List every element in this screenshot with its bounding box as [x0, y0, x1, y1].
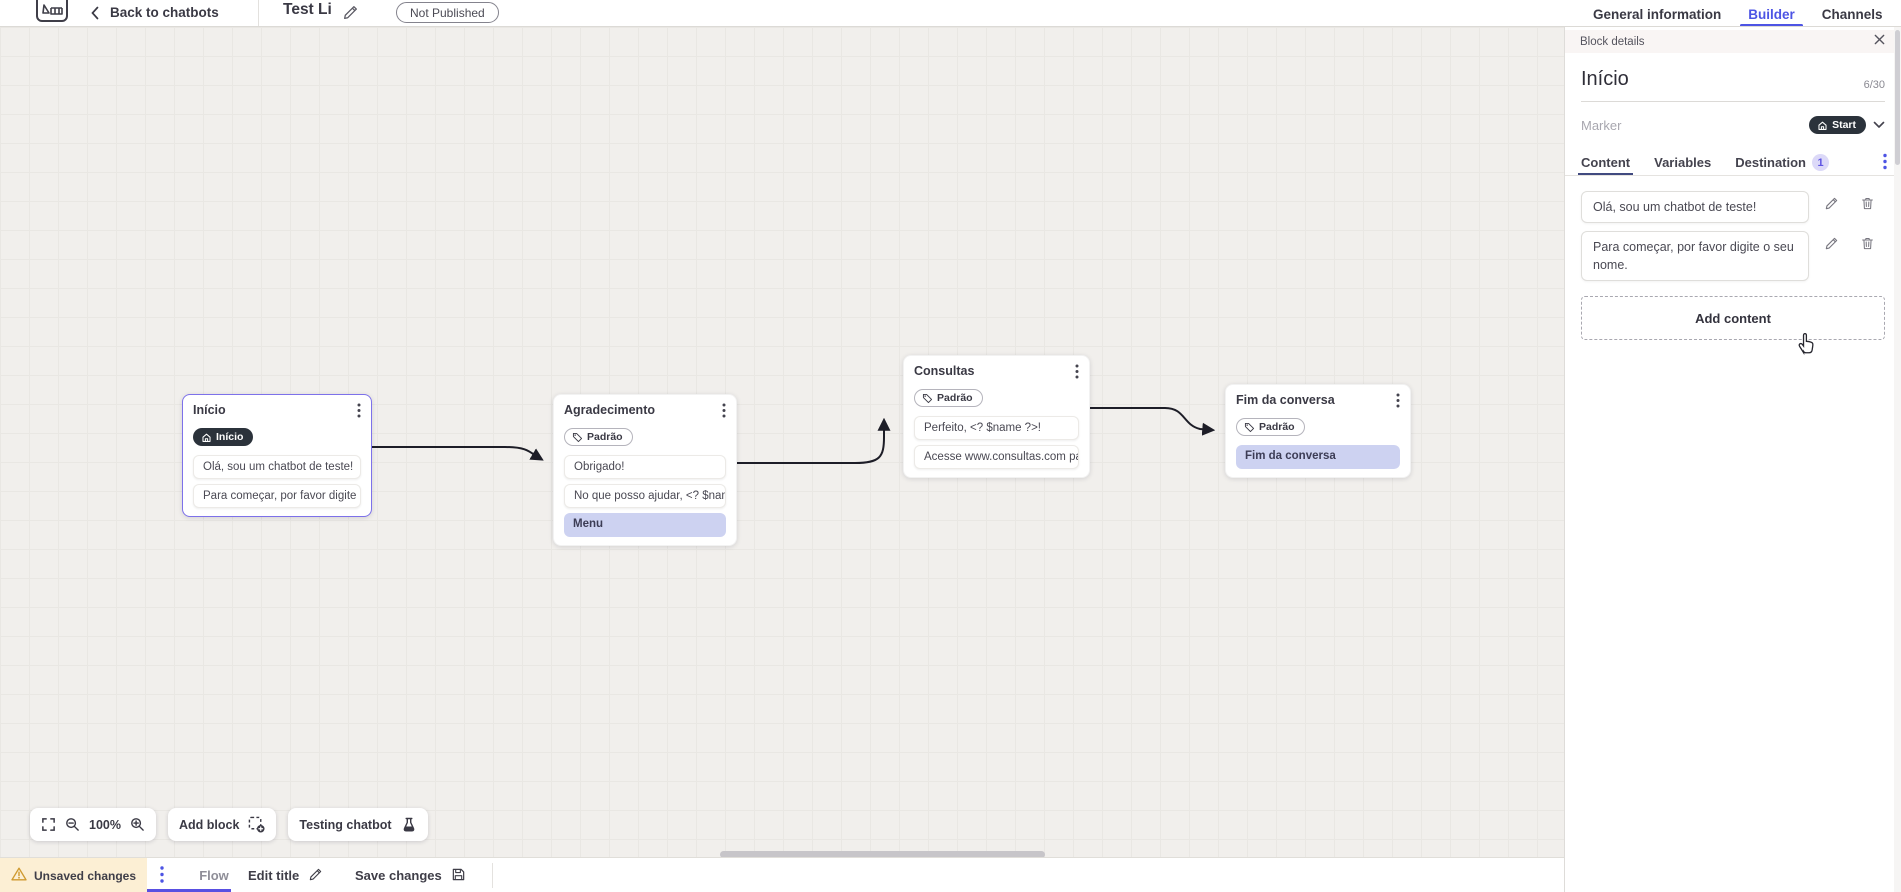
marker-label: Marker [1581, 117, 1622, 133]
node-message[interactable]: Olá, sou um chatbot de teste! [193, 454, 361, 479]
back-to-chatbots-link[interactable]: Back to chatbots [110, 5, 219, 20]
tab-destination[interactable]: Destination 1 [1735, 150, 1830, 175]
app-logo-icon[interactable] [36, 0, 68, 22]
node-message[interactable]: No que posso ajudar, <? $name ... [564, 483, 726, 508]
panel-tabs: Content Variables Destination 1 [1565, 150, 1901, 176]
node-button-menu[interactable]: Menu [564, 512, 726, 537]
panel-header-title: Block details [1580, 35, 1645, 48]
canvas-controls: 100% Add block Testing chatbot [30, 808, 428, 841]
flow-node-inicio[interactable]: Início Início Olá, sou um chatbot de tes… [182, 394, 372, 517]
edit-title-pencil-icon[interactable] [342, 4, 359, 26]
zoom-out-icon[interactable] [65, 817, 80, 832]
content-row: Olá, sou um chatbot de teste! [1581, 191, 1885, 223]
node-message[interactable]: Perfeito, <? $name ?>! [914, 415, 1079, 440]
pencil-icon[interactable] [1824, 196, 1839, 216]
bottom-bar: Unsaved changes Flow Edit title Save cha… [0, 857, 1564, 892]
save-icon [451, 867, 466, 885]
fullscreen-icon[interactable] [41, 817, 56, 832]
char-count: 6/30 [1863, 79, 1885, 91]
flow-node-consultas[interactable]: Consultas Padrão Perfeito, <? $name ?>! … [903, 355, 1090, 478]
back-chevron-icon[interactable] [88, 5, 102, 26]
tab-general-information[interactable]: General information [1593, 7, 1722, 22]
node-kebab-icon[interactable] [722, 403, 726, 423]
pencil-icon[interactable] [1824, 236, 1839, 256]
tag-icon [572, 432, 583, 442]
tag-icon [922, 393, 933, 403]
node-kebab-icon[interactable] [1075, 364, 1079, 384]
flow-tab-underline [147, 889, 231, 892]
pencil-icon [308, 867, 323, 885]
tab-content[interactable]: Content [1577, 150, 1634, 175]
chevron-down-icon[interactable] [1873, 116, 1885, 134]
node-button-end[interactable]: Fim da conversa [1236, 444, 1400, 469]
marker-pill-default: Padrão [1236, 418, 1305, 436]
name-field-underline [1581, 101, 1885, 102]
edit-title-button[interactable]: Edit title [248, 858, 323, 892]
destination-count-badge: 1 [1812, 154, 1830, 171]
home-icon [1818, 121, 1827, 130]
hand-cursor-icon [1794, 330, 1818, 361]
flow-node-agradecimento[interactable]: Agradecimento Padrão Obrigado! No que po… [553, 394, 737, 546]
zoom-level: 100% [89, 817, 121, 832]
flask-icon [401, 817, 417, 833]
node-kebab-icon[interactable] [357, 403, 361, 423]
node-message[interactable]: Acesse www.consultas.com par... [914, 444, 1079, 469]
node-title: Fim da conversa [1236, 393, 1335, 407]
tab-flow[interactable]: Flow [199, 868, 229, 883]
content-list: Olá, sou um chatbot de teste! Para começ… [1565, 191, 1901, 281]
top-nav-tabs: General information Builder Channels [1593, 0, 1883, 26]
edge-agradecimento-consultas [737, 417, 891, 464]
block-name-field[interactable]: Início [1581, 68, 1629, 90]
node-message[interactable]: Obrigado! [564, 454, 726, 479]
tab-channels[interactable]: Channels [1821, 7, 1883, 22]
trash-icon[interactable] [1860, 236, 1875, 256]
content-message-card[interactable]: Para começar, por favor digite o seu nom… [1581, 231, 1809, 281]
add-block-button[interactable]: Add block [167, 808, 277, 841]
panel-scrollbar-track[interactable] [1894, 27, 1901, 892]
home-icon [202, 433, 211, 442]
flow-node-fim-da-conversa[interactable]: Fim da conversa Padrão Fim da conversa [1225, 384, 1411, 478]
status-badge: Not Published [396, 2, 499, 23]
close-icon[interactable] [1873, 33, 1886, 51]
flow-connections [372, 407, 1216, 464]
unsaved-changes-status: Unsaved changes [0, 858, 147, 892]
marker-select-value[interactable]: Start [1809, 116, 1866, 134]
bottombar-divider [492, 863, 493, 888]
chatbot-title[interactable]: Test Li [283, 1, 332, 18]
flask-glyph-icon [42, 4, 63, 15]
canvas-horizontal-scrollbar[interactable] [720, 851, 1045, 857]
trash-icon[interactable] [1860, 196, 1875, 216]
add-content-button[interactable]: Add content [1581, 296, 1885, 340]
panel-scrollbar-thumb[interactable] [1895, 30, 1900, 165]
topbar-divider [258, 0, 259, 26]
node-title: Agradecimento [564, 403, 655, 417]
testing-chatbot-button[interactable]: Testing chatbot [288, 808, 428, 841]
warning-icon [11, 867, 27, 884]
panel-header: Block details [1565, 30, 1901, 53]
flow-options-kebab-icon[interactable] [160, 865, 164, 889]
add-block-icon [248, 816, 265, 833]
save-changes-button[interactable]: Save changes [355, 858, 466, 892]
content-message-card[interactable]: Olá, sou um chatbot de teste! [1581, 191, 1809, 223]
content-row: Para começar, por favor digite o seu nom… [1581, 231, 1885, 281]
tab-variables[interactable]: Variables [1654, 155, 1712, 170]
marker-pill-start: Início [193, 428, 254, 446]
node-message[interactable]: Para começar, por favor digite o ... [193, 483, 361, 508]
node-kebab-icon[interactable] [1396, 393, 1400, 413]
edge-consultas-fim [1090, 407, 1216, 436]
edge-inicio-agradecimento [372, 446, 544, 461]
top-bar: Back to chatbots Test Li Not Published G… [0, 0, 1901, 27]
panel-kebab-icon[interactable] [1883, 153, 1887, 175]
marker-pill-default: Padrão [564, 428, 633, 446]
marker-pill-default: Padrão [914, 389, 983, 407]
zoom-controls: 100% [30, 808, 156, 841]
node-title: Consultas [914, 364, 975, 378]
block-details-panel: Block details Início 6/30 Marker Start [1564, 27, 1901, 892]
tab-builder[interactable]: Builder [1740, 2, 1803, 26]
flow-canvas[interactable]: Início Início Olá, sou um chatbot de tes… [0, 27, 1564, 857]
zoom-in-icon[interactable] [130, 817, 145, 832]
tag-icon [1244, 422, 1255, 432]
node-title: Início [193, 403, 226, 417]
